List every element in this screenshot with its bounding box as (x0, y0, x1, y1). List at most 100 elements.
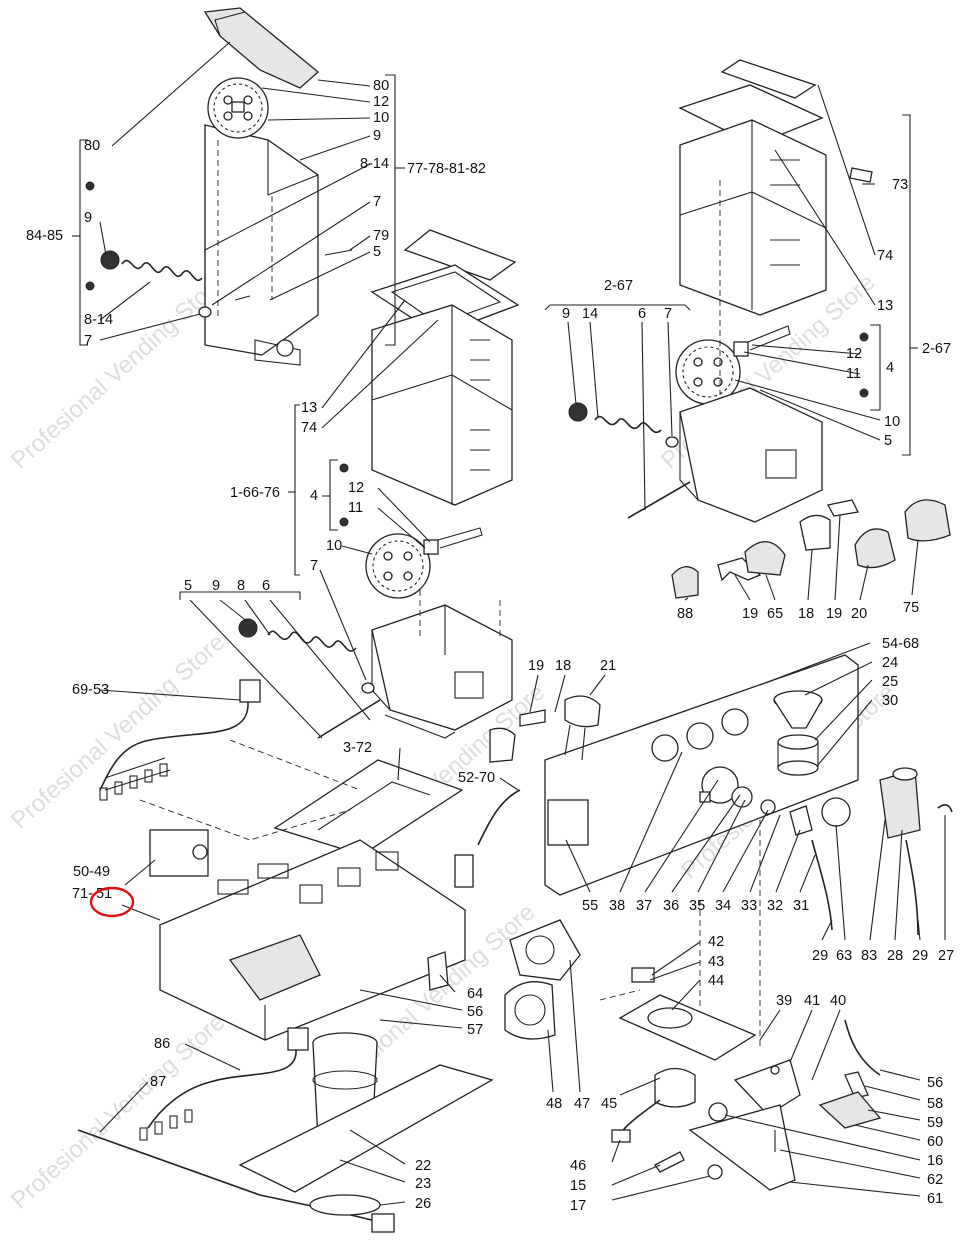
part-label: 27 (938, 948, 954, 964)
part-label: 9 (212, 578, 220, 594)
part-label: 13 (877, 298, 893, 314)
part-label: 80 (373, 78, 389, 94)
part-label: 30 (882, 693, 898, 709)
part-label: 39 (776, 993, 792, 1009)
part-label: 75 (903, 600, 919, 616)
part-label: 79 (373, 228, 389, 244)
part-label: 5 (184, 578, 192, 594)
part-label: 74 (301, 420, 317, 436)
part-label: 20 (851, 606, 867, 622)
part-label: 11 (348, 500, 363, 516)
part-label: 43 (708, 954, 724, 970)
part-label: 6 (638, 306, 646, 322)
part-label: 3-72 (343, 740, 372, 756)
part-label: 34 (715, 898, 731, 914)
part-label: 4 (886, 360, 894, 376)
part-label: 25 (882, 674, 898, 690)
hopper-body (679, 387, 823, 523)
part-label: 19 (528, 658, 544, 674)
part-label: 56 (927, 1075, 943, 1091)
canister-lid (203, 7, 320, 89)
part-label: 57 (467, 1022, 483, 1038)
part-label: 19 (826, 606, 842, 622)
part-label: 5 (373, 244, 381, 260)
hopper-body (371, 604, 513, 731)
watermark-text: Profesional Vending Store (6, 1009, 230, 1215)
wire-harness-group (77, 679, 395, 1233)
part-label: 61 (927, 1191, 943, 1207)
base-tray-group (149, 759, 467, 1041)
part-label: 37 (636, 898, 652, 914)
part-label: 7 (373, 194, 381, 210)
part-label: 31 (793, 898, 809, 914)
part-label: 8-14 (360, 156, 389, 172)
right-canister-group (568, 59, 873, 523)
part-label: 38 (609, 898, 625, 914)
part-label: 69-53 (72, 682, 109, 698)
part-label: 86 (154, 1036, 170, 1052)
mixer-bowl-group (238, 1032, 494, 1216)
motor-bracket-group (611, 967, 882, 1191)
part-label: 10 (884, 414, 900, 430)
part-label: 42 (708, 934, 724, 950)
valve-parts-group (454, 695, 601, 888)
part-label: 35 (689, 898, 705, 914)
part-label: 22 (415, 1158, 431, 1174)
part-label: 80 (84, 138, 100, 154)
center-hopper-group (238, 527, 513, 739)
part-label: 59 (927, 1115, 943, 1131)
part-label: 14 (582, 306, 598, 322)
part-label: 84-85 (26, 228, 63, 244)
part-label: 29 (912, 948, 928, 964)
part-label: 47 (574, 1096, 590, 1112)
part-label: 21 (600, 658, 616, 674)
part-label: 44 (708, 973, 724, 989)
part-label: 32 (767, 898, 783, 914)
part-label: 87 (150, 1074, 166, 1090)
part-label: 12 (846, 346, 862, 362)
center-canister-group (370, 229, 520, 506)
part-label: 64 (467, 986, 483, 1002)
part-label: 62 (927, 1172, 943, 1188)
part-label: 83 (861, 948, 877, 964)
callout-labels: 80 80 12 10 9 8-14 77-78-81-82 7 79 5 84… (26, 78, 954, 1214)
part-label: 7 (84, 333, 92, 349)
part-label: 26 (415, 1196, 431, 1212)
part-label: 54-68 (882, 636, 919, 652)
part-label: 12 (373, 94, 389, 110)
part-label: 8 (237, 578, 245, 594)
part-label: 7 (664, 306, 672, 322)
part-label: 11 (846, 366, 861, 382)
part-label: 2-67 (922, 341, 951, 357)
gear-wheel (365, 533, 431, 599)
auger-spring (100, 250, 212, 318)
part-label: 5 (884, 433, 892, 449)
circuit-board (273, 759, 464, 856)
part-label: 55 (582, 898, 598, 914)
part-label: 63 (836, 948, 852, 964)
outlet-parts-group (671, 499, 951, 599)
part-label: 8-14 (84, 312, 113, 328)
part-label: 6 (262, 578, 270, 594)
fan-group (504, 919, 581, 1040)
part-label: 9 (373, 128, 381, 144)
gear-wheel (207, 77, 269, 139)
part-label: 45 (601, 1096, 617, 1112)
part-label: 40 (830, 993, 846, 1009)
part-label: 10 (326, 538, 342, 554)
mixer-funnel (773, 690, 823, 776)
drip-tray (238, 1064, 494, 1193)
part-label: 9 (84, 210, 92, 226)
construction-lines (139, 140, 761, 1050)
part-label: 18 (798, 606, 814, 622)
top-left-canister-group (100, 7, 353, 366)
part-label: 29 (812, 948, 828, 964)
watermark-text: Profesional Vending Store (6, 629, 230, 835)
part-label: 41 (804, 993, 820, 1009)
watermark-text: Profesional Vending Store (6, 269, 230, 475)
part-label: 16 (927, 1153, 943, 1169)
part-label: 7 (310, 558, 318, 574)
part-label: 60 (927, 1134, 943, 1150)
part-label: 65 (767, 606, 783, 622)
